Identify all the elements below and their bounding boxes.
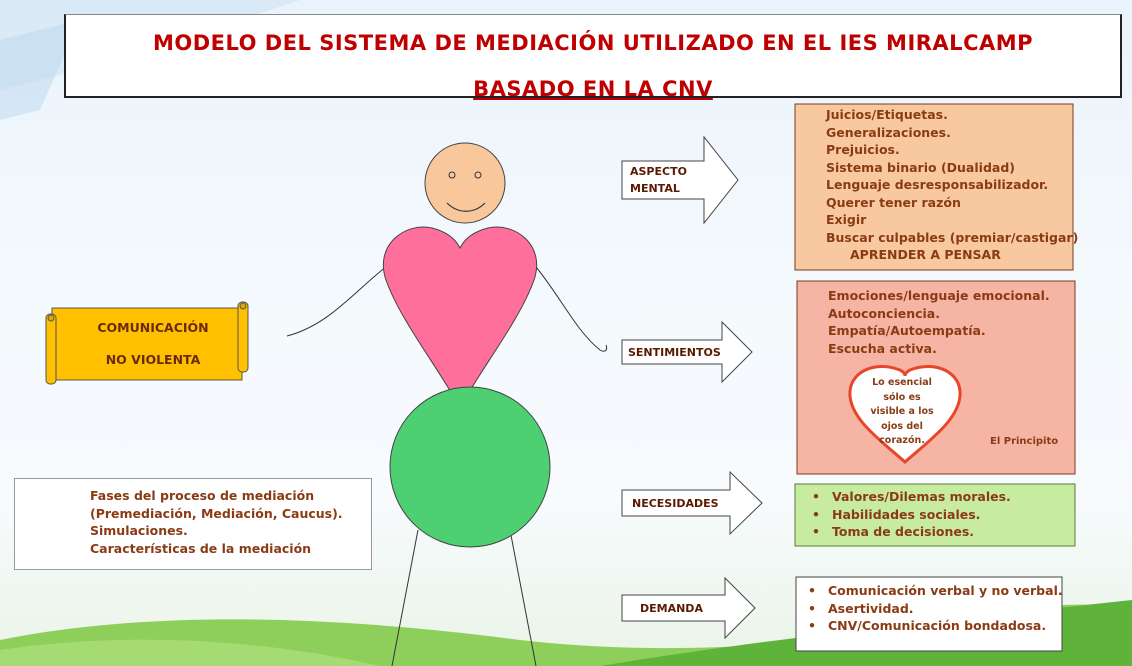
title-line-2: BASADO EN LA CNV [473,77,713,101]
necesidades-box: Valores/Dilemas morales. Habilidades soc… [806,488,1011,541]
right-eye [474,171,482,179]
fases-line: Características de la mediación [90,540,312,556]
right-arm [531,261,608,352]
demanda-item: Comunicación verbal y no verbal. [802,582,1063,600]
arrow-sentimientos-label: SENTIMIENTOS [628,346,721,359]
sentimientos-item: Autoconciencia. [828,305,940,321]
arrow-aspecto-mental [621,135,739,225]
mental-item: Prejuicios. [826,142,900,157]
mental-item: Lenguaje desresponsabilizador. [826,177,1049,192]
heart-line: visible a los [870,406,934,417]
scroll-line-1: COMUNICACIÓN [97,320,209,335]
sentimientos-item: Empatía/Autoempatía. [828,323,986,338]
scroll-banner [45,301,249,385]
left-arm [286,261,393,337]
sentimientos-item: Emociones/lenguaje emocional. [828,288,1050,303]
quote-author: El Principito [990,436,1059,447]
title-line-1: MODELO DEL SISTEMA DE MEDIACIÓN UTILIZAD… [152,31,1034,55]
arrow-necesidades [621,470,763,536]
fases-line: (Premediación, Mediación, Caucus). [90,505,343,521]
arrow-demanda [621,576,756,640]
heart-line: ojos del [881,420,923,432]
sentimientos-item: Escucha activa. [828,340,937,356]
mental-box-bg [794,103,1074,271]
heart-torso [382,226,538,410]
mental-footer: APRENDER A PENSAR [850,247,1001,262]
left-leg [391,529,419,666]
title-box: MODELO DEL SISTEMA DE MEDIACIÓN UTILIZAD… [64,14,1122,101]
arrow-necesidades-label: NECESIDADES [632,497,719,510]
mental-item: Sistema binario (Dualidad) [826,159,1015,175]
mental-item: Exigir [826,212,867,227]
aspecto-label-line-1: ASPECTO [630,165,687,178]
fases-box: Fases del proceso de mediación (Premedia… [14,478,372,570]
demanda-box: Comunicación verbal y no verbal. Asertiv… [802,582,1063,635]
aspecto-label-line-2: MENTAL [630,182,680,195]
heart-line: sólo es [883,391,921,403]
necesidades-item: Valores/Dilemas morales. [806,488,1011,506]
demanda-item: CNV/Comunicación bondadosa. [802,617,1063,635]
arrow-sentimientos [621,320,753,384]
mental-item: Juicios/Etiquetas. [826,107,948,122]
fases-line: Simulaciones. [90,523,188,538]
arrow-demanda-label: DEMANDA [640,602,703,615]
necesidades-item: Toma de decisiones. [806,523,1011,541]
mental-item: Generalizaciones. [826,124,951,140]
fases-line: Fases del proceso de mediación [90,488,315,503]
sentimientos-box: Emociones/lenguaje emocional. Autoconcie… [828,287,1050,357]
left-eye [448,171,456,179]
necesidades-item: Habilidades sociales. [806,506,1011,524]
heart-quote-text: Lo esencial sólo es visible a los ojos d… [868,376,936,449]
right-leg [509,529,537,666]
smile [446,202,486,212]
green-circle [389,386,551,548]
mental-box: Juicios/Etiquetas. Generalizaciones. Pre… [826,106,1078,264]
mental-item: Querer tener razón [826,194,961,210]
mental-item: Buscar culpables (premiar/castigar) [826,229,1079,245]
heart-line: corazón. [879,435,925,446]
heart-line: Lo esencial [872,377,932,388]
arrow-aspecto-label: ASPECTO MENTAL [630,163,687,197]
heart-quote-shape [848,364,962,464]
scroll-line-2: NO VIOLENTA [105,352,201,367]
demanda-item: Asertividad. [802,600,1063,618]
